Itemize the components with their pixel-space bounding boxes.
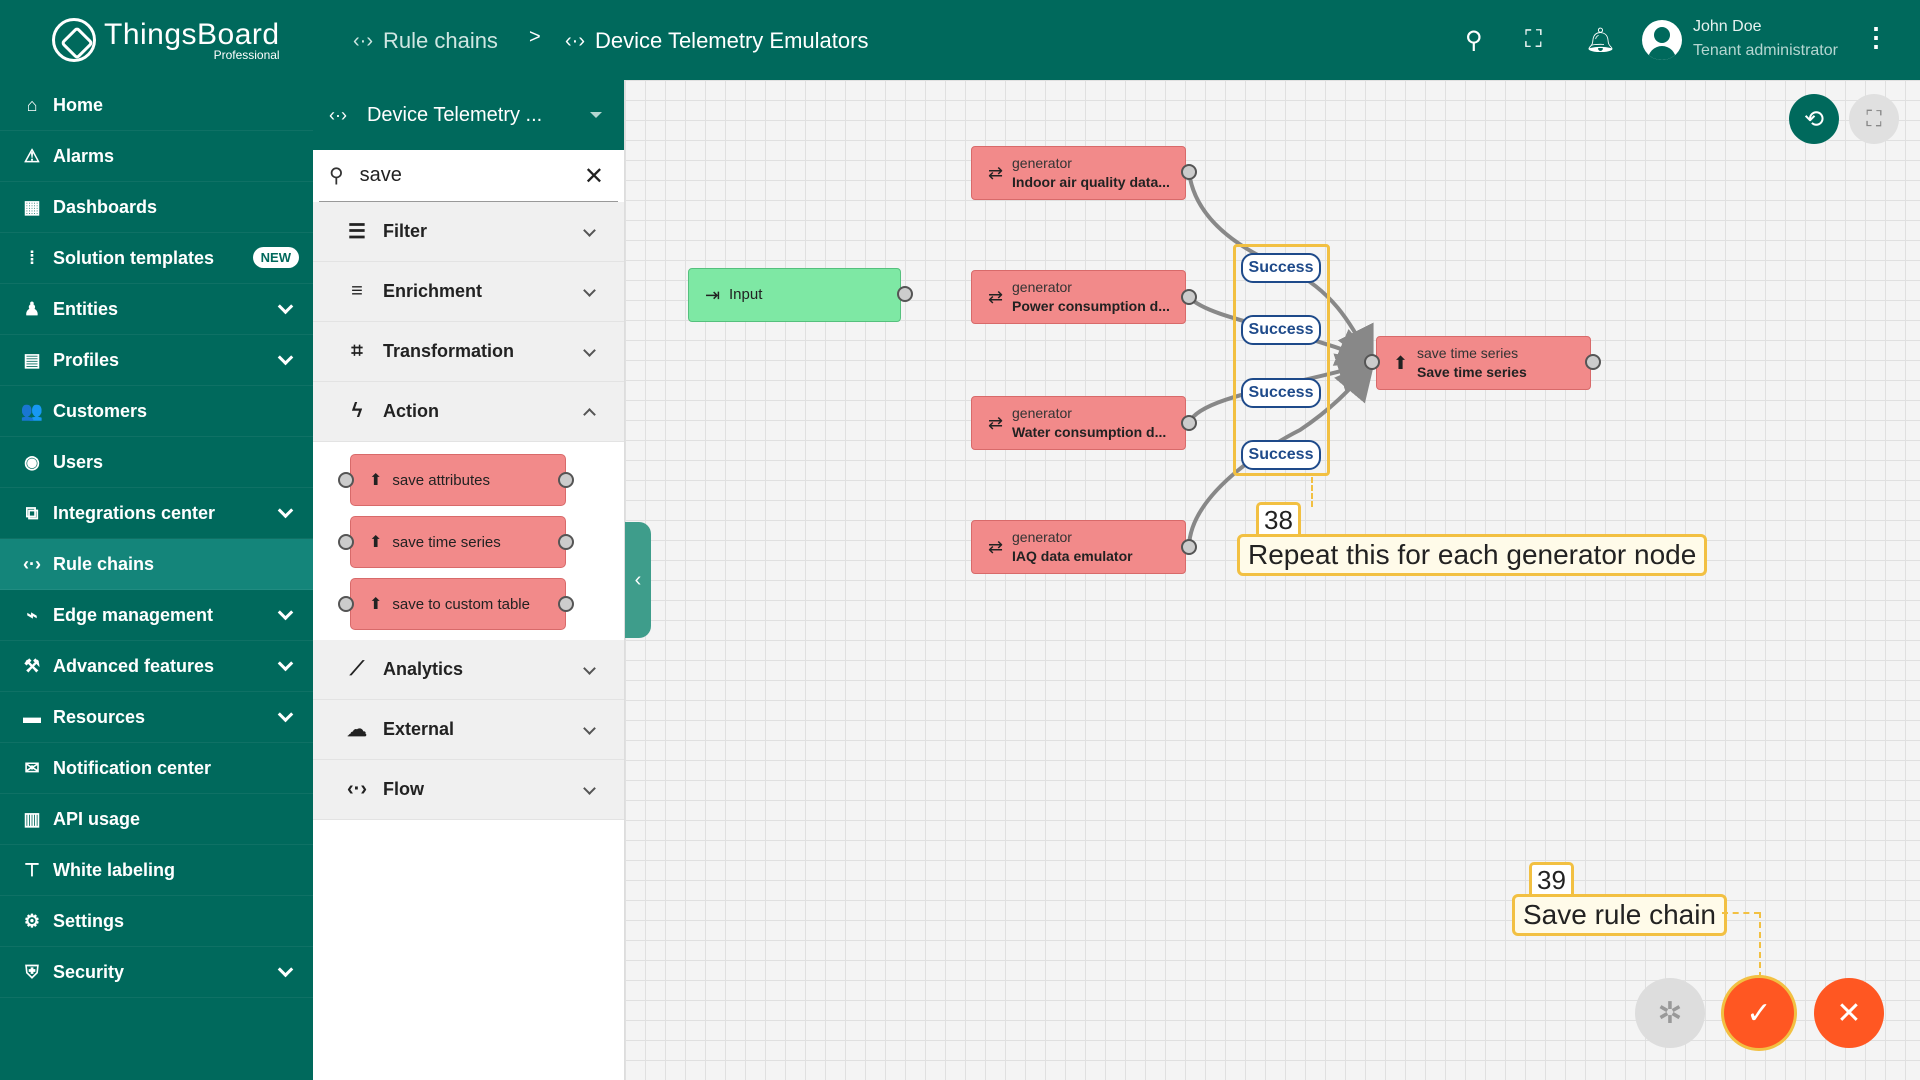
close-icon: ✕ <box>1836 996 1861 1031</box>
node-name: Indoor air quality data... <box>1012 174 1180 190</box>
collapse-library-button[interactable]: ‹ <box>625 522 651 638</box>
callout-38-connector <box>1311 477 1313 507</box>
callout-38-text: Repeat this for each generator node <box>1237 534 1707 576</box>
output-port[interactable] <box>1181 164 1197 180</box>
node-name: Save time series <box>1417 364 1585 380</box>
output-port[interactable] <box>1181 539 1197 555</box>
input-icon: ⇥ <box>705 285 720 306</box>
callout-39-text: Save rule chain <box>1512 894 1727 936</box>
node-type: generator <box>1012 155 1185 171</box>
bug-icon: ✲ <box>1657 996 1682 1031</box>
output-port[interactable] <box>1181 415 1197 431</box>
output-port[interactable] <box>1585 354 1601 370</box>
node-name: Power consumption d... <box>1012 298 1180 314</box>
node-label: Input <box>729 286 762 303</box>
generator-icon: ⇄ <box>988 413 1003 434</box>
callout-39-connector-vertical <box>1759 912 1761 978</box>
input-node[interactable]: ⇥ Input <box>688 268 901 322</box>
fullscreen-icon: ⛶ <box>1866 106 1881 132</box>
node-name: Water consumption d... <box>1012 424 1180 440</box>
upload-icon: ⬆ <box>1393 353 1408 374</box>
callout-39-connector <box>1722 912 1760 914</box>
output-port[interactable] <box>897 286 913 302</box>
version-history-button[interactable]: ⟲ <box>1789 94 1839 144</box>
generator-node-water[interactable]: ⇄ generator Water consumption d... <box>971 396 1186 450</box>
generator-icon: ⇄ <box>988 287 1003 308</box>
save-time-series-node[interactable]: ⬆ save time series Save time series <box>1376 336 1591 390</box>
edge-labels-highlight <box>1233 244 1330 476</box>
debug-mode-button[interactable]: ✲ <box>1635 978 1705 1048</box>
generator-node-indoor-air[interactable]: ⇄ generator Indoor air quality data... <box>971 146 1186 200</box>
generator-icon: ⇄ <box>988 537 1003 558</box>
output-port[interactable] <box>1181 289 1197 305</box>
node-type: save time series <box>1417 345 1590 361</box>
input-port[interactable] <box>1364 354 1380 370</box>
checkmark-icon: ✓ <box>1746 996 1771 1031</box>
apply-changes-button[interactable]: ✓ <box>1724 978 1794 1048</box>
node-type: generator <box>1012 279 1185 295</box>
node-type: generator <box>1012 529 1185 545</box>
node-type: generator <box>1012 405 1185 421</box>
generator-icon: ⇄ <box>988 163 1003 184</box>
node-name: IAQ data emulator <box>1012 548 1180 564</box>
generator-node-power[interactable]: ⇄ generator Power consumption d... <box>971 270 1186 324</box>
history-icon: ⟲ <box>1804 105 1824 134</box>
decline-changes-button[interactable]: ✕ <box>1814 978 1884 1048</box>
generator-node-iaq[interactable]: ⇄ generator IAQ data emulator <box>971 520 1186 574</box>
canvas-fullscreen-button[interactable]: ⛶ <box>1849 94 1899 144</box>
